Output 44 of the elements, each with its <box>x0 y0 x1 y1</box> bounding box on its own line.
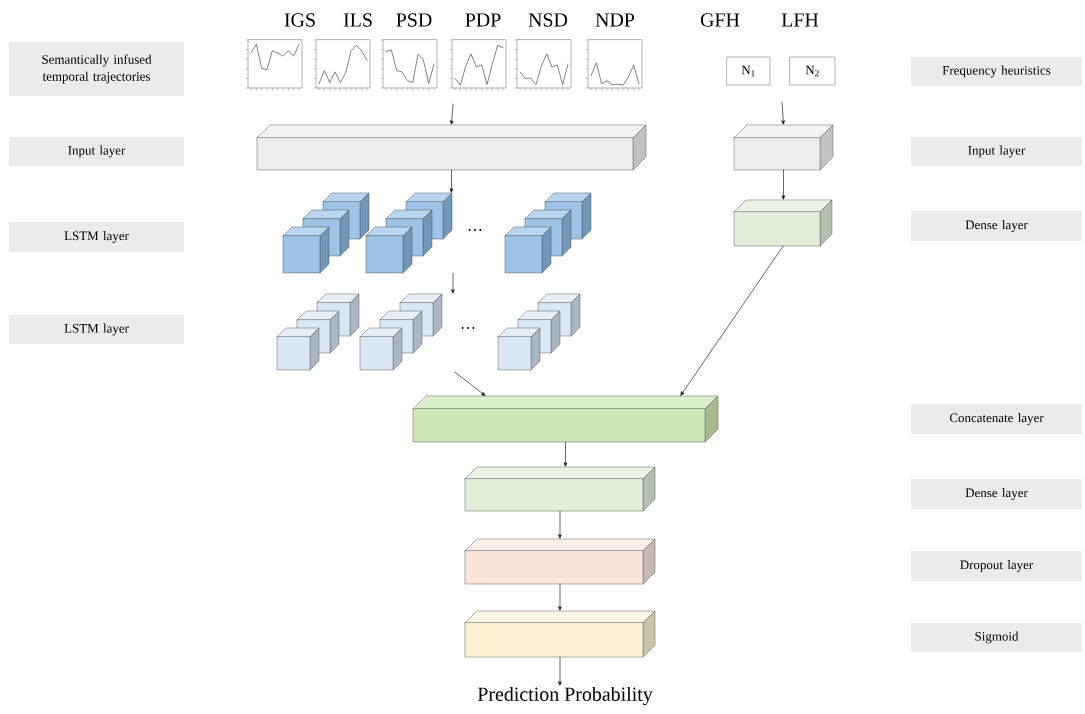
layer-label: Input layer <box>911 137 1082 166</box>
layer-block <box>733 124 834 171</box>
layer-block <box>256 124 647 171</box>
layer-label: Sigmoid <box>911 623 1082 652</box>
layer-block <box>464 610 656 658</box>
column-header: NDP <box>595 13 635 27</box>
layer-block <box>464 538 656 585</box>
layer-block <box>733 199 833 247</box>
column-header: IGS <box>284 13 315 27</box>
arrow <box>781 101 785 125</box>
column-header: PDP <box>465 13 501 27</box>
arrow <box>454 371 486 396</box>
layer-label: Input layer <box>9 137 184 166</box>
input-box: N$_{1}$ <box>726 56 771 86</box>
column-header: NSD <box>528 13 568 27</box>
layer-label: LSTM layer <box>9 315 184 344</box>
column-header: LFH <box>781 13 819 27</box>
cube-row-drawing <box>282 192 592 274</box>
arrow <box>680 245 784 396</box>
layer-label: LSTM layer <box>9 222 184 252</box>
column-header: PSD <box>396 13 432 27</box>
column-header: ILS <box>343 13 372 27</box>
output-label: Prediction Probability <box>477 686 653 706</box>
layer-label: Semantically infused temporal trajectories <box>9 42 184 96</box>
arrow <box>781 169 786 200</box>
arrow <box>449 169 454 193</box>
layer-label: Concatenate layer <box>911 404 1082 434</box>
ellipsis: … <box>461 327 475 329</box>
arrow <box>563 441 568 467</box>
layer-label: Dense layer <box>911 479 1082 509</box>
layer-label: Dropout layer <box>911 551 1082 581</box>
layer-label: Dense layer <box>911 211 1082 241</box>
column-header: GFH <box>700 13 740 27</box>
arrow <box>450 103 454 125</box>
ellipsis: … <box>468 229 482 231</box>
arrow <box>558 583 562 611</box>
layer-block <box>412 395 719 443</box>
arrow <box>558 656 562 686</box>
arrow <box>451 272 455 294</box>
cube-row-drawing <box>276 293 581 371</box>
arrow <box>558 510 562 539</box>
layer-block <box>464 466 656 512</box>
input-box: N$_{2}$ <box>789 56 836 86</box>
layer-label: Frequency heuristics <box>911 57 1082 86</box>
